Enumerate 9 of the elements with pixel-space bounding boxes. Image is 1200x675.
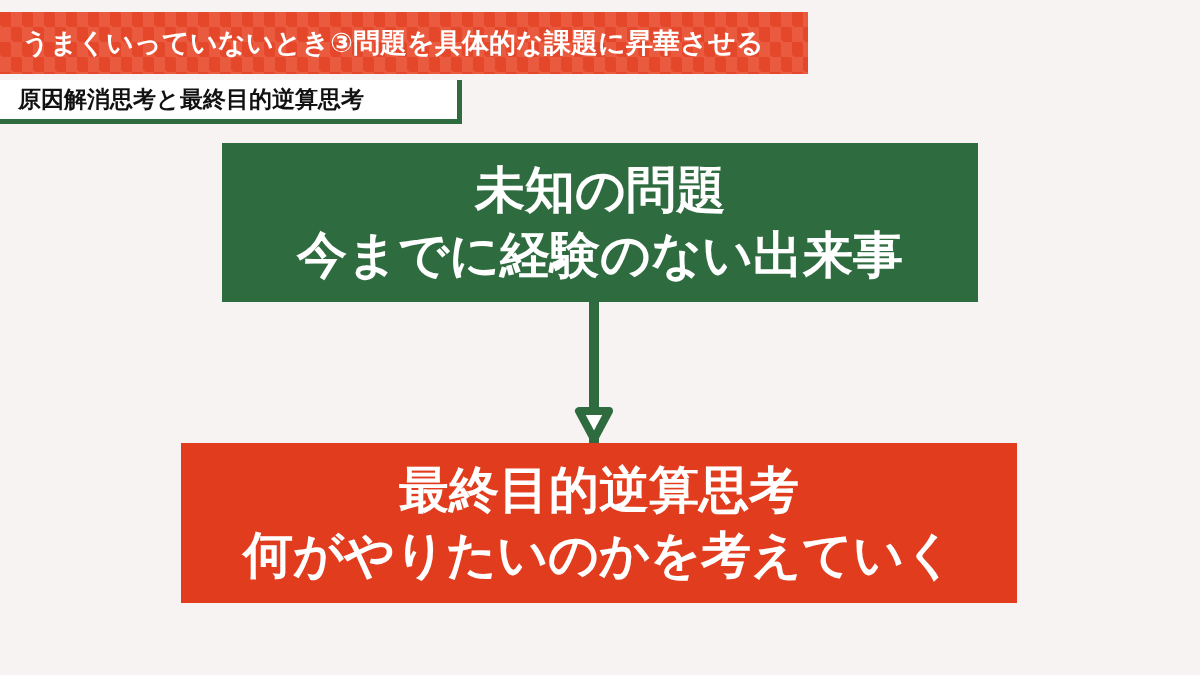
- subtitle-box: 原因解消思考と最終目的逆算思考: [0, 80, 462, 124]
- text-box: [181, 443, 1017, 603]
- box-text: 今までに経験のない出来事: [297, 224, 903, 286]
- box-text: 何がやりたいのかを考えていく: [243, 525, 955, 586]
- box-text: 未知の問題: [474, 159, 726, 221]
- title-banner: うまくいっていないとき③問題を具体的な課題に昇華させる: [0, 12, 808, 74]
- box-text: 最終目的逆算思考: [399, 460, 799, 521]
- text-box: [222, 143, 978, 302]
- arrow: [575, 302, 613, 443]
